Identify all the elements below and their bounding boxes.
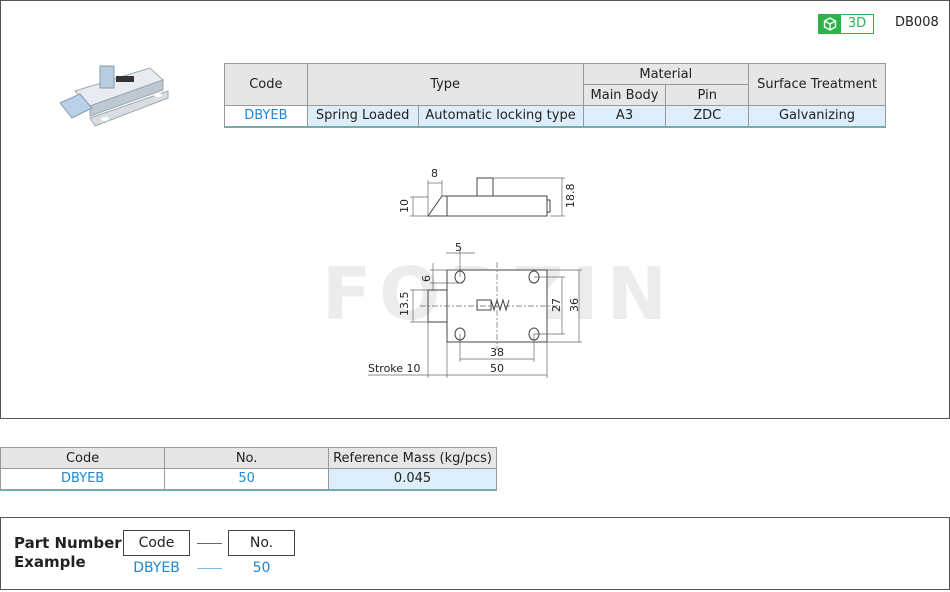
technical-drawing: 8 10 18.8 5 6 13.5 27 36 38 50 Stroke 10 xyxy=(368,167,582,378)
dim-8: 8 xyxy=(431,167,438,180)
mass-cell-code[interactable]: DBYEB xyxy=(0,468,166,490)
cell-surface: Galvanizing xyxy=(748,105,886,127)
code-value: DBYEB xyxy=(133,560,180,576)
mass-header-mass: Reference Mass (kg/pcs) xyxy=(328,447,497,469)
header-main-body: Main Body xyxy=(582,84,667,106)
code-box: Code xyxy=(123,530,190,556)
3d-button[interactable]: 3D xyxy=(818,14,874,34)
product-image xyxy=(59,65,169,127)
dim-5: 5 xyxy=(455,241,462,254)
no-value: 50 xyxy=(252,560,271,576)
mass-header-code: Code xyxy=(0,447,166,469)
cube-icon xyxy=(819,15,841,33)
dim-10: 10 xyxy=(398,199,411,213)
part-number-title: Part Number Example xyxy=(14,534,122,571)
dim-13-5: 13.5 xyxy=(398,292,411,317)
3d-label: 3D xyxy=(847,16,867,31)
spec-table: Code Type Material Surface Treatment Mai… xyxy=(224,63,886,128)
header-type: Type xyxy=(306,63,584,106)
dim-6: 6 xyxy=(420,275,433,282)
cell-pin: ZDC xyxy=(665,105,750,127)
mass-header-no: No. xyxy=(164,447,330,469)
dim-38: 38 xyxy=(490,346,504,359)
dim-27: 27 xyxy=(550,298,563,312)
no-box: No. xyxy=(228,530,295,556)
cell-type2: Automatic locking type xyxy=(417,105,584,127)
mass-table: Code No. Reference Mass (kg/pcs) DBYEB 5… xyxy=(0,447,497,491)
separator-line xyxy=(197,543,222,544)
dim-18-8: 18.8 xyxy=(564,184,577,209)
dim-36: 36 xyxy=(568,298,581,312)
dim-stroke: Stroke 10 xyxy=(368,362,421,375)
header-surface: Surface Treatment xyxy=(748,63,886,106)
header-pin: Pin xyxy=(665,84,750,106)
cell-code[interactable]: DBYEB xyxy=(224,105,308,127)
separator-line-blue xyxy=(197,568,222,569)
cell-type1: Spring Loaded xyxy=(306,105,419,127)
mass-cell-no: 50 xyxy=(164,468,330,490)
mass-cell-mass: 0.045 xyxy=(328,468,497,490)
cell-main-body: A3 xyxy=(582,105,667,127)
product-id: DB008 xyxy=(895,15,939,30)
dim-50: 50 xyxy=(490,362,504,375)
